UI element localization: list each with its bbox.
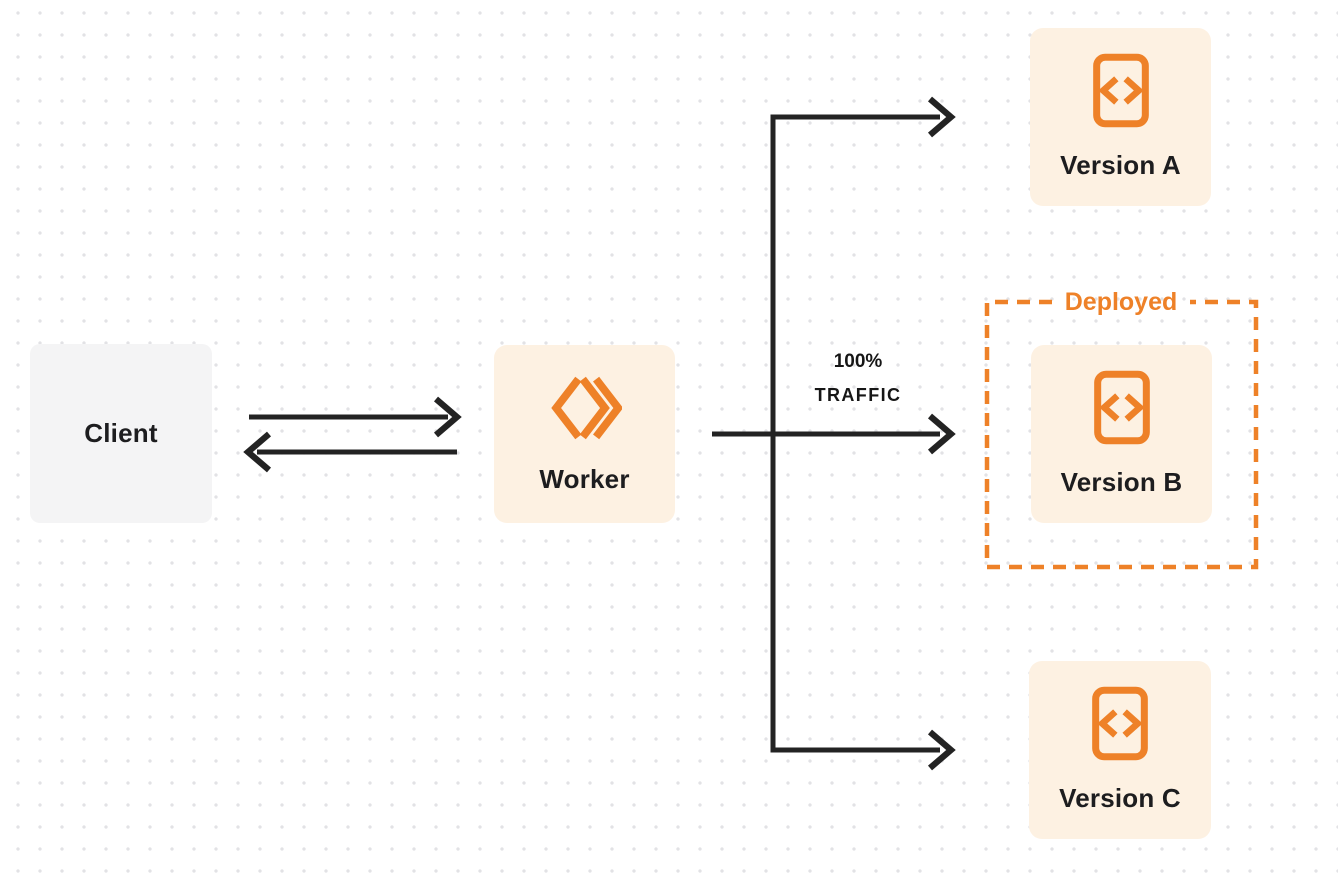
- arrow-client-to-worker-head: [433, 396, 462, 438]
- code-file-icon: [1092, 686, 1148, 761]
- worker-label: Worker: [539, 463, 630, 494]
- node-version-b: Version B: [1031, 345, 1212, 523]
- node-client: Client: [30, 344, 212, 523]
- traffic-edge-label: 100% TRAFFIC: [815, 351, 902, 405]
- arrow-worker-to-client-head: [243, 431, 272, 473]
- deployed-dashed-border: [984, 299, 1259, 570]
- client-label: Client: [84, 418, 158, 448]
- version-b-label: Version B: [1060, 467, 1183, 497]
- code-file-icon: [1092, 53, 1149, 128]
- arrow-to-version-b-head: [927, 413, 956, 455]
- workers-logo-icon: [550, 376, 622, 439]
- code-file-icon: [1093, 370, 1150, 445]
- arrow-to-version-c-head: [927, 729, 956, 771]
- node-worker: Worker: [494, 345, 675, 523]
- version-c-label: Version C: [1059, 783, 1181, 813]
- version-a-label: Version A: [1060, 150, 1181, 180]
- traffic-percent-text: 100%: [833, 351, 883, 372]
- arrow-to-version-a-head: [927, 96, 956, 138]
- traffic-word-text: TRAFFIC: [814, 385, 902, 405]
- deployed-zone-label: Deployed: [1064, 288, 1178, 316]
- node-version-c: Version C: [1029, 661, 1211, 839]
- node-version-a: Version A: [1030, 28, 1211, 206]
